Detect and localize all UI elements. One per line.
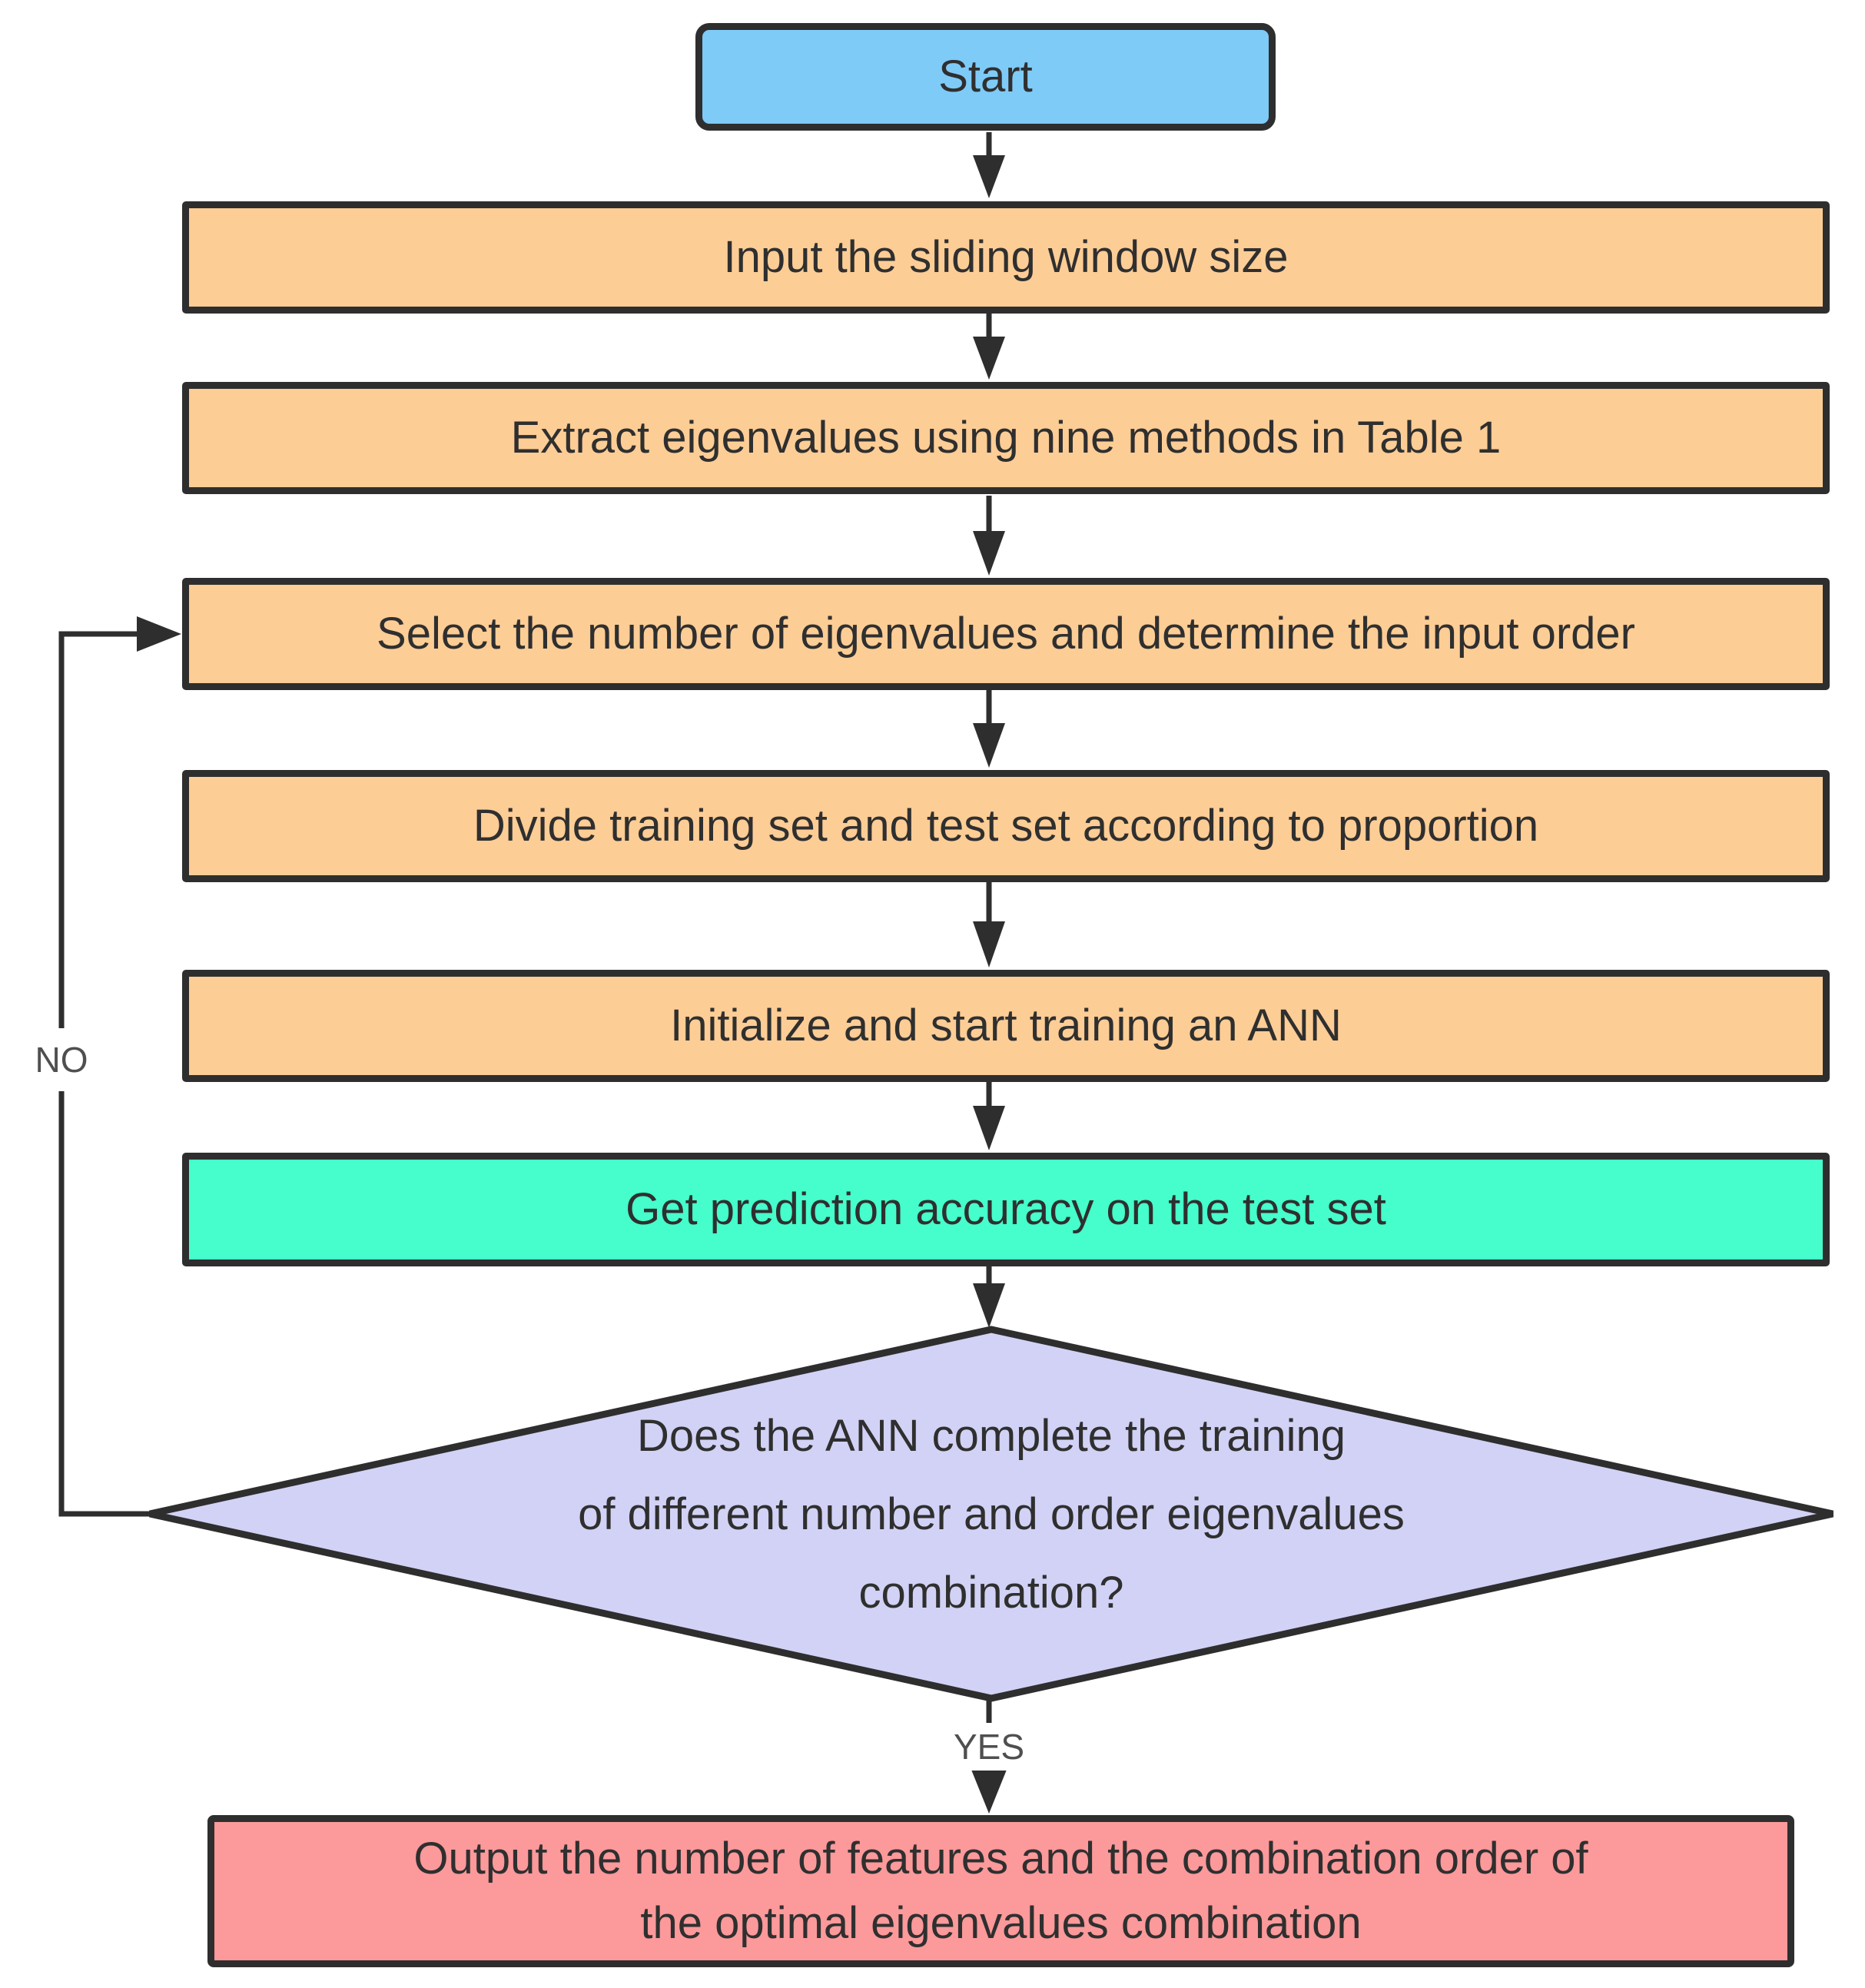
node-divide-train-test: Divide training set and test set accordi…: [182, 770, 1830, 882]
node-output-result: Output the number of features and the co…: [207, 1815, 1794, 1967]
arrowhead-extract-to-select: [973, 531, 1005, 576]
node-select-eigenvalues: Select the number of eigenvalues and det…: [182, 578, 1830, 690]
node-initialize-ann-label: Initialize and start training an ANN: [670, 1000, 1342, 1050]
decision-line-1: Does the ANN complete the training: [636, 1411, 1346, 1461]
arrowhead-accuracy-to-decision: [973, 1283, 1005, 1328]
output-line-1: Output the number of features and the co…: [413, 1834, 1588, 1883]
node-input-window-size-label: Input the sliding window size: [723, 231, 1289, 282]
node-divide-train-test-label: Divide training set and test set accordi…: [473, 800, 1539, 851]
edge-label-yes: YES: [912, 1723, 1066, 1771]
node-prediction-accuracy: Get prediction accuracy on the test set: [182, 1153, 1830, 1266]
node-extract-eigenvalues-label: Extract eigenvalues using nine methods i…: [510, 412, 1502, 463]
arrowhead-input-to-extract: [973, 337, 1005, 380]
arrowhead-decision-to-output: [970, 1766, 1008, 1814]
node-decision-label: Does the ANN complete the training of di…: [338, 1397, 1644, 1632]
node-prediction-accuracy-label: Get prediction accuracy on the test set: [626, 1183, 1386, 1234]
decision-line-3: combination?: [858, 1568, 1124, 1618]
arrowhead-initialize-to-accuracy: [973, 1106, 1005, 1150]
decision-line-2: of different number and order eigenvalue…: [578, 1489, 1405, 1539]
edge-label-no: NO: [12, 1028, 111, 1091]
node-input-window-size: Input the sliding window size: [182, 201, 1830, 314]
node-initialize-ann: Initialize and start training an ANN: [182, 970, 1830, 1082]
arrowhead-start-to-input: [973, 155, 1005, 198]
node-start-label: Start: [938, 51, 1033, 101]
node-select-eigenvalues-label: Select the number of eigenvalues and det…: [377, 608, 1635, 659]
arrowhead-no-loop: [137, 616, 181, 652]
node-extract-eigenvalues: Extract eigenvalues using nine methods i…: [182, 382, 1830, 494]
arrowhead-divide-to-initialize: [973, 921, 1005, 967]
arrowhead-select-to-divide: [973, 723, 1005, 768]
output-line-2: the optimal eigenvalues combination: [640, 1898, 1362, 1948]
node-start: Start: [695, 23, 1276, 131]
